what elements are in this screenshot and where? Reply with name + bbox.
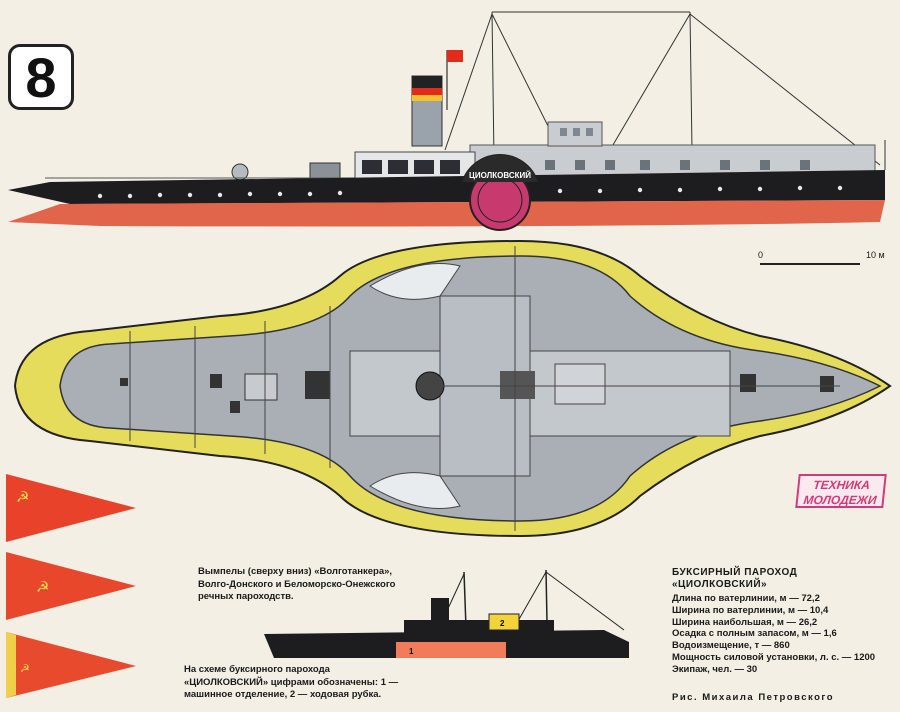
pennants-caption: Вымпелы (сверху вниз) «Волготанкера», Во… [198,566,396,602]
label-1: 1 [409,647,414,656]
hull-lower [8,200,885,227]
hammer-sickle-icon: ☭ [20,662,30,675]
hull-upper [8,170,885,204]
spec-item: Мощность силовой установки, л. с. — 1200 [672,651,876,663]
deckhouse-roof [349,350,731,437]
spec-item: Осадка с полным запасом, м — 1,6 [672,628,837,640]
lifeboat-bottom [369,472,461,509]
label-2: 2 [500,619,505,628]
spec-title-line-2: «ЦИОЛКОВСКИЙ» [672,579,768,590]
hammer-sickle-icon: ☭ [16,488,29,506]
side-view-drawing: ЦИОЛКОВСКИЙ [8,11,886,231]
spec-title-line-1: БУКСИРНЫЙ ПАРОХОД [672,567,798,578]
scheme-caption: На схеме буксирного парохода «ЦИОЛКОВСКИ… [184,664,399,700]
paddlebox-name: ЦИОЛКОВСКИЙ [469,171,531,180]
illustration-credit: Рис. Михаила Петровского [672,692,835,703]
issue-number-badge: 8 [8,44,74,110]
pennant-1: ☭ [6,474,136,542]
pennants: ☭ ☭ ☭ [6,474,136,698]
scale-end: 10 м [866,250,885,260]
lifeboat-top [369,263,461,300]
spec-item: Водоизмещение, т — 860 [672,640,790,652]
spec-list: Длина по ватерлинии, м — 72,2 Ширина по … [672,593,882,676]
logo-line-2: МОЛОДЕЖИ [802,493,878,507]
pennant-2: ☭ [6,552,136,620]
rigging [444,11,886,170]
pennant-3: ☭ [6,632,136,698]
flag [447,50,463,62]
spec-item: Длина по ватерлинии, м — 72,2 [672,593,820,604]
magazine-logo: ТЕХНИКА МОЛОДЕЖИ [795,474,887,508]
spec-item: Ширина по ватерлинии, м — 10,4 [672,604,829,616]
scheme-drawing: 2 1 [264,570,629,658]
wheelhouse-marker [488,613,520,631]
paddle-box: ЦИОЛКОВСКИЙ [461,153,539,231]
funnel-top [415,371,445,401]
spec-item: Экипаж, чел. — 30 [672,663,758,675]
engine-room-marker [396,642,506,658]
plan-view-drawing [13,239,892,538]
spec-title: БУКСИРНЫЙ ПАРОХОД «ЦИОЛКОВСКИЙ» [672,567,872,591]
logo-line-1: ТЕХНИКА [812,478,871,492]
hammer-sickle-icon: ☭ [36,578,49,596]
scale-start: 0 [758,250,764,260]
funnel [411,75,443,147]
spec-item: Ширина наибольшая, м — 26,2 [672,616,818,628]
